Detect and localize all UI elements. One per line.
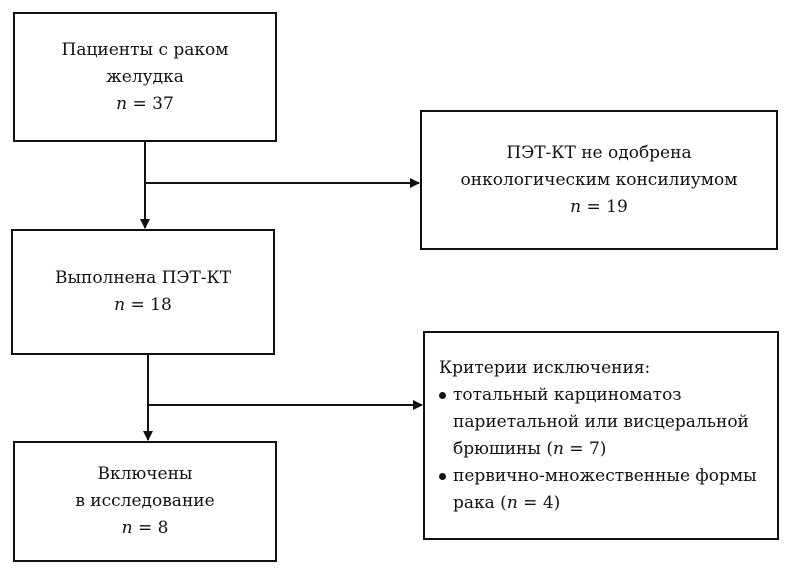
exclusion-item1-line1: тотальный карциноматоз — [453, 385, 682, 405]
included-line1: Включены — [97, 464, 193, 484]
pet-done-n-label: n — [114, 295, 126, 315]
exclusion-item2-pre: рака ( — [453, 493, 507, 513]
patients-n-label: n — [116, 93, 128, 114]
patients-line2: желудка — [106, 66, 184, 87]
exclusion-item1-pre: брюшины ( — [453, 439, 553, 459]
exclusion-item-multiple-primary: первично-множественные формы рака (n = 4… — [439, 463, 757, 517]
not-approved-line2: онкологическим консилиумом — [460, 169, 738, 190]
exclusion-item1-post: = 7) — [563, 439, 607, 459]
pet-done-count: n = 18 — [114, 292, 172, 319]
patients-count: n = 37 — [116, 91, 174, 118]
exclusion-criteria-box: Критерии исключения: тотальный карцинома… — [423, 331, 779, 540]
exclusion-title: Критерии исключения: — [439, 358, 651, 378]
exclusion-item2-line2: рака (n = 4) — [453, 490, 757, 517]
exclusion-item2-post: = 4) — [517, 493, 561, 513]
pet-done-n-value: = 18 — [130, 295, 172, 315]
exclusion-item2-n-label: n — [506, 493, 518, 513]
not-approved-line1: ПЭТ-КТ не одобрена — [506, 142, 692, 163]
exclusion-item1-n-label: n — [552, 439, 564, 459]
patients-box: Пациенты с раком желудка n = 37 — [13, 12, 277, 142]
not-approved-box: ПЭТ-КТ не одобрена онкологическим консил… — [420, 110, 778, 250]
not-approved-n-value: = 19 — [586, 196, 628, 217]
exclusion-item2-line1: первично-множественные формы — [453, 466, 757, 486]
patients-n-value: = 37 — [132, 93, 174, 114]
exclusion-item1-line3: брюшины (n = 7) — [453, 436, 749, 463]
patients-line1: Пациенты с раком — [61, 39, 229, 60]
pet-done-line1: Выполнена ПЭТ-КТ — [54, 268, 232, 288]
included-box: Включены в исследование n = 8 — [13, 441, 277, 562]
exclusion-item1-line2: париетальной или висцеральной — [453, 412, 749, 432]
included-n-label: n — [121, 518, 133, 538]
exclusion-item-carcinomatosis: тотальный карциноматоз париетальной или … — [439, 382, 749, 463]
pet-done-box: Выполнена ПЭТ-КТ n = 18 — [11, 229, 275, 355]
not-approved-count: n = 19 — [570, 194, 628, 221]
included-count: n = 8 — [122, 515, 169, 542]
included-line2: в исследование — [75, 491, 215, 511]
included-n-value: = 8 — [137, 518, 169, 538]
not-approved-n-label: n — [570, 196, 582, 217]
